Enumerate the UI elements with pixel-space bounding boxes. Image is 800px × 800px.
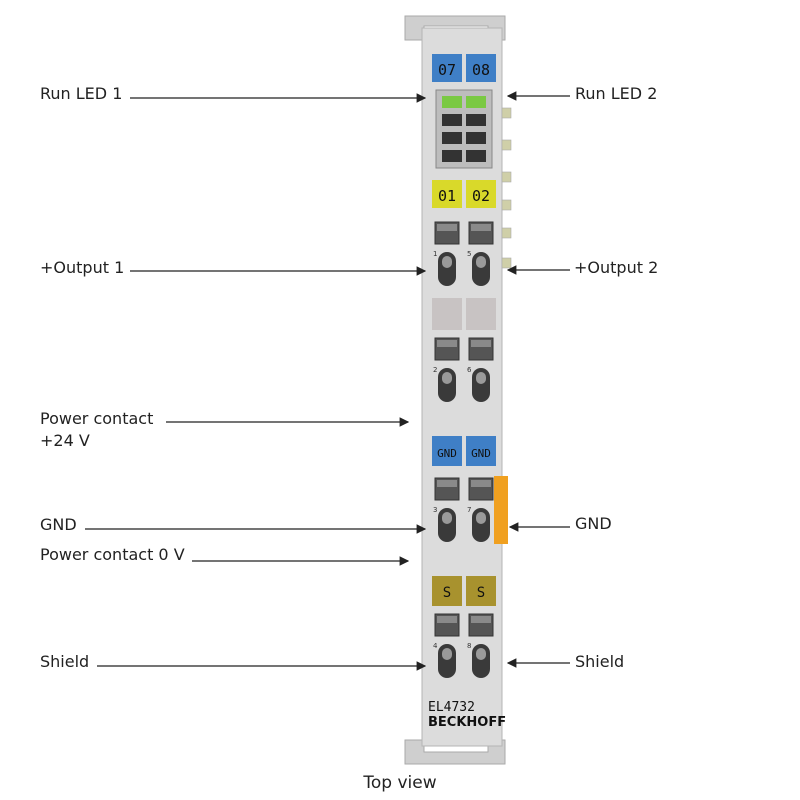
terminal-point: 6 bbox=[467, 337, 494, 402]
blank-tag-left bbox=[432, 298, 462, 330]
top-clip bbox=[404, 15, 506, 41]
wire-entry-highlight bbox=[476, 372, 486, 384]
output-tag-left bbox=[432, 180, 462, 208]
output-tag-right bbox=[466, 180, 496, 208]
gnd-tag-right-text: GND bbox=[471, 447, 491, 460]
slot-highlight bbox=[471, 224, 491, 231]
terminal-number: 8 bbox=[467, 642, 471, 650]
terminal-point: 2 bbox=[433, 337, 460, 402]
led-slot bbox=[442, 150, 462, 162]
run-led-2-indicator bbox=[466, 96, 486, 108]
terminal-point: 4 bbox=[433, 613, 460, 678]
terminal-points: 1 5 2 6 3 7 4 8 bbox=[433, 221, 494, 678]
leader-lines bbox=[85, 91, 570, 671]
wire-entry-highlight bbox=[442, 256, 452, 268]
label-run-led-2: Run LED 2 bbox=[575, 84, 658, 103]
gnd-tag-left bbox=[432, 436, 462, 466]
label-output-1: +Output 1 bbox=[40, 258, 125, 277]
shield-tag-right bbox=[466, 576, 496, 606]
shield-tag-left-text: S bbox=[443, 585, 451, 601]
label-shield-right: Shield bbox=[575, 652, 625, 671]
label-shield-left: Shield bbox=[40, 652, 90, 671]
terminal-point: 7 bbox=[467, 477, 494, 542]
terminal-point: 3 bbox=[433, 477, 460, 542]
terminal-number: 2 bbox=[433, 366, 437, 374]
terminal-point: 1 bbox=[433, 221, 460, 286]
led-slot bbox=[442, 114, 462, 126]
terminal-point: 5 bbox=[467, 221, 494, 286]
terminal-point: 8 bbox=[467, 613, 494, 678]
terminal-number: 3 bbox=[433, 506, 437, 514]
led-slot bbox=[466, 132, 486, 144]
wire-entry-highlight bbox=[476, 512, 486, 524]
shield-tag-left bbox=[432, 576, 462, 606]
label-power-contact-24v-value: +24 V bbox=[40, 431, 90, 450]
caption-top-view: Top view bbox=[363, 773, 437, 793]
led-tag-left bbox=[432, 54, 462, 82]
run-led-1-indicator bbox=[442, 96, 462, 108]
terminal-number: 5 bbox=[467, 250, 471, 258]
gnd-tag-right bbox=[466, 436, 496, 466]
gnd-tag-left-text: GND bbox=[437, 447, 457, 460]
led-slot bbox=[466, 114, 486, 126]
orange-bar bbox=[494, 476, 508, 544]
led-slot bbox=[442, 132, 462, 144]
label-power-contact-0v: Power contact 0 V bbox=[40, 545, 185, 564]
slot-highlight bbox=[471, 616, 491, 623]
label-output-2: +Output 2 bbox=[574, 258, 659, 277]
slot-highlight bbox=[437, 480, 457, 487]
slot-highlight bbox=[471, 340, 491, 347]
brand-label: BECKHOFF bbox=[428, 715, 506, 730]
slot-highlight bbox=[437, 616, 457, 623]
wire-entry-highlight bbox=[442, 372, 452, 384]
slot-highlight bbox=[471, 480, 491, 487]
label-run-led-1: Run LED 1 bbox=[40, 84, 123, 103]
shield-tag-right-text: S bbox=[477, 585, 485, 601]
label-power-contact-24v: Power contact bbox=[40, 409, 154, 428]
wire-entry-highlight bbox=[476, 256, 486, 268]
wire-entry-highlight bbox=[442, 648, 452, 660]
output-tag-left-text: 01 bbox=[438, 187, 456, 205]
model-label: EL4732 bbox=[428, 700, 475, 715]
terminal-number: 6 bbox=[467, 366, 472, 374]
led-tag-left-text: 07 bbox=[438, 61, 456, 79]
terminal-number: 4 bbox=[433, 642, 438, 650]
slot-highlight bbox=[437, 340, 457, 347]
blank-tag-right bbox=[466, 298, 496, 330]
terminal-number: 1 bbox=[433, 250, 437, 258]
output-tag-right-text: 02 bbox=[472, 187, 490, 205]
wire-entry-highlight bbox=[442, 512, 452, 524]
led-tag-right bbox=[466, 54, 496, 82]
led-tag-right-text: 08 bbox=[472, 61, 490, 79]
slot-highlight bbox=[437, 224, 457, 231]
led-slot bbox=[466, 150, 486, 162]
wire-entry-highlight bbox=[476, 648, 486, 660]
label-gnd-right: GND bbox=[575, 514, 612, 533]
label-gnd-left: GND bbox=[40, 515, 77, 534]
side-contacts bbox=[501, 107, 512, 269]
terminal-number: 7 bbox=[467, 506, 471, 514]
